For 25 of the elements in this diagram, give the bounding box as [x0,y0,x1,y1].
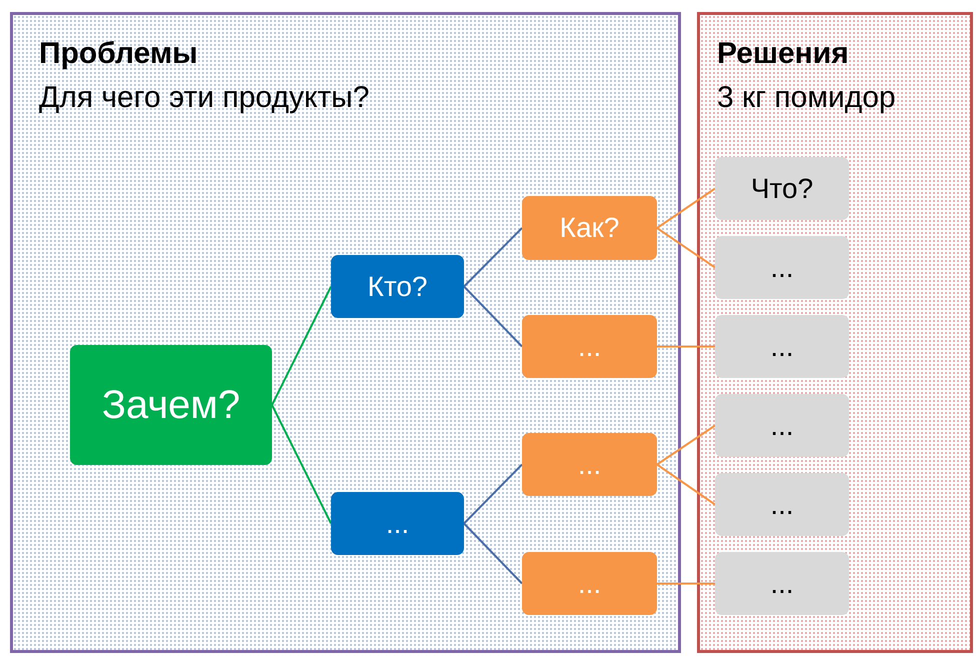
connector-line [656,188,716,229]
answer-box: ... [715,315,849,378]
question-box: ... [522,552,657,615]
panel-subtitle: 3 кг помидор [717,81,896,115]
connector-line [657,346,715,348]
question-box: Как? [522,196,657,260]
answer-box: ... [715,236,849,299]
connector-line [271,286,332,406]
dotted-panel [697,12,973,653]
question-box: ... [522,315,657,378]
answer-box: ... [715,394,849,457]
answer-box: Что? [715,157,849,220]
panel-subtitle: Для чего эти продукты? [39,81,370,115]
dotted-panel [10,12,681,653]
panel-heading: Решения [717,37,849,71]
answer-box: ... [715,473,849,536]
goal-box: Зачем? [70,345,272,465]
question-box: Кто? [331,255,464,318]
connector-line [463,522,523,584]
answer-box: ... [715,552,849,615]
question-box: ... [522,433,657,496]
question-box: ... [331,492,464,555]
panel-heading: Проблемы [39,37,198,71]
connector-line [271,404,332,524]
connector-line [657,582,715,584]
